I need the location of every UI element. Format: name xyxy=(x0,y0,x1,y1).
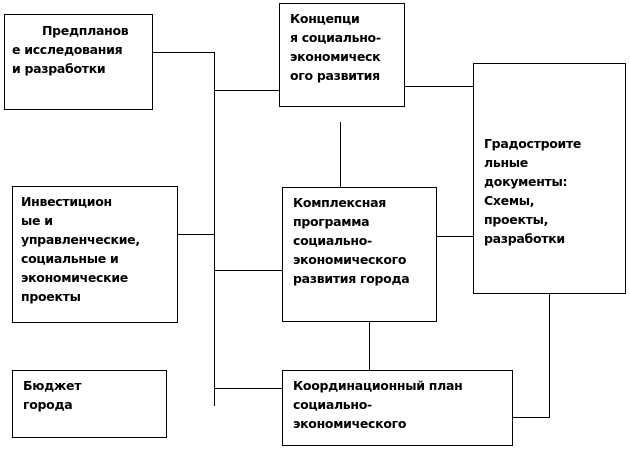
urban-docs-box: Градостроите льные документы: Схемы, про… xyxy=(473,63,626,294)
investment-projects-box: Инвестицион ые и управленческие, социаль… xyxy=(12,186,178,323)
city-budget-box: Бюджет города xyxy=(12,370,167,438)
coordination-plan-box: Координационный план социально- экономич… xyxy=(282,370,513,446)
preplan-research-box: Предпланов е исследования и разработки xyxy=(4,14,153,110)
complex-program-box: Комплексная программа социально- экономи… xyxy=(282,187,437,322)
concept-box: Концепци я социально- экономическ ого ра… xyxy=(279,3,405,107)
